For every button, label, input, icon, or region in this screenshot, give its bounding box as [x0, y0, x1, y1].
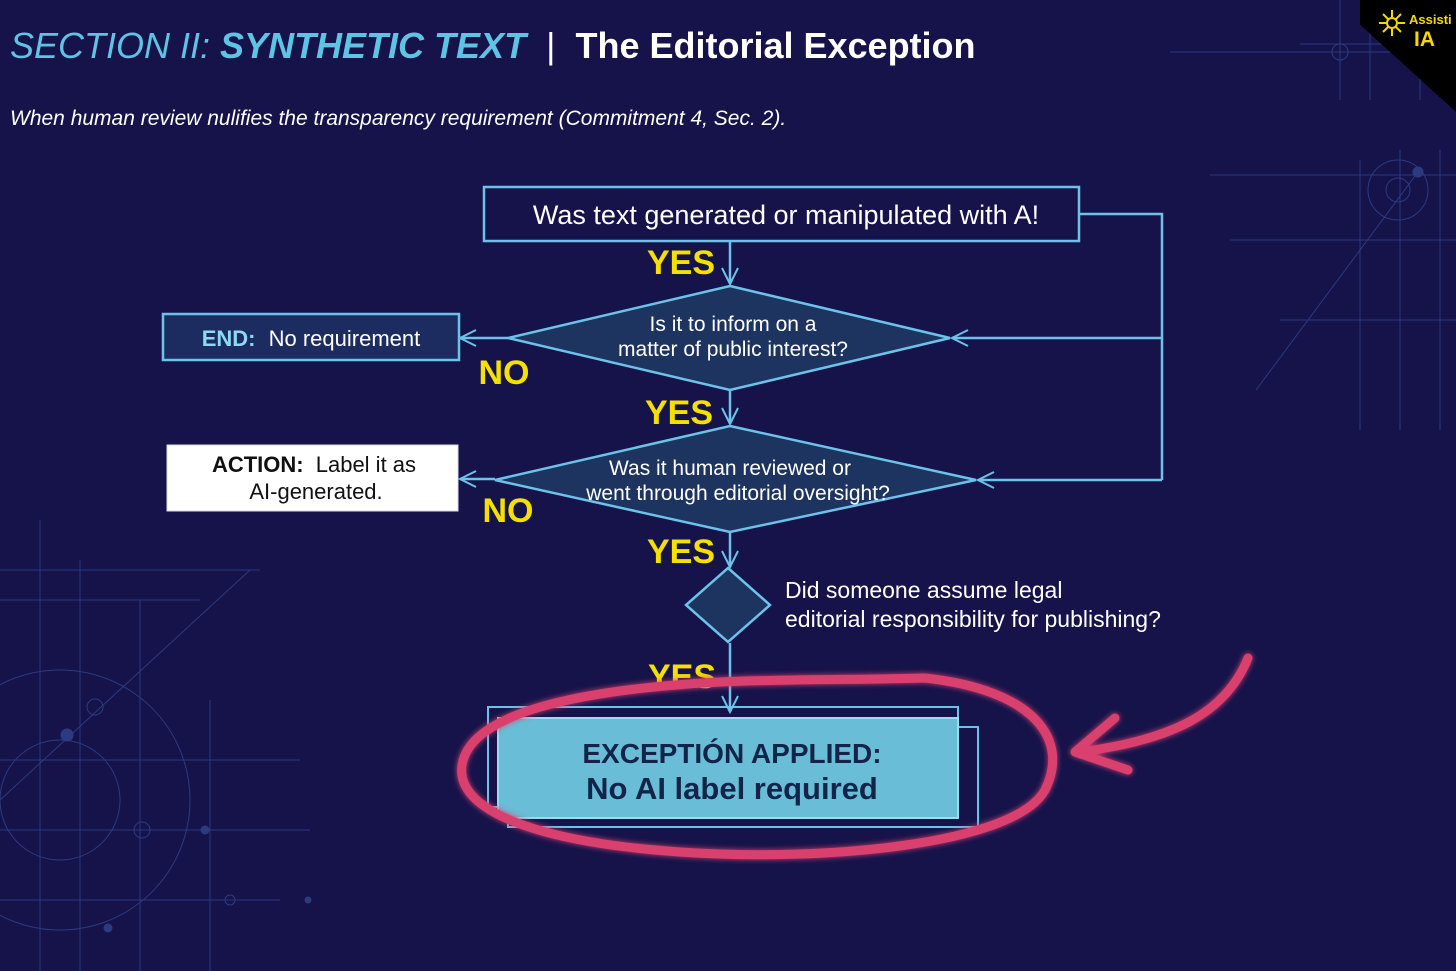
outcome-line-2: No AI label required [586, 771, 878, 806]
decision-public-interest-line-1: Is it to inform on a [650, 313, 817, 336]
decision-human-review-line-2: went through editorial oversight? [585, 482, 890, 505]
yes-label-3: YES [647, 533, 715, 571]
decision-legal-responsibility [686, 568, 770, 642]
decision-legal-responsibility-line-1: Did someone assume legal [785, 577, 1062, 603]
action-text-line-2: AI-generated. [249, 479, 382, 504]
start-question-text: Was text generated or manipulated with A… [533, 200, 1039, 230]
no-label-2: NO [483, 492, 534, 530]
end-label: END: [202, 326, 256, 351]
yes-label-1: YES [647, 244, 715, 282]
decision-legal-responsibility-line-2: editorial responsibility for publishing? [785, 606, 1161, 632]
action-text-line-1: Label it as [316, 452, 416, 477]
end-box-text: END: No requirement [202, 326, 421, 351]
decision-human-review-line-1: Was it human reviewed or [609, 457, 851, 480]
no-label-1: NO [479, 354, 530, 392]
decision-public-interest-line-2: matter of public interest? [618, 338, 848, 361]
end-text: No requirement [269, 326, 421, 351]
action-label: ACTION: [212, 452, 304, 477]
highlight-arrow-icon [1080, 658, 1248, 752]
yes-label-2: YES [645, 394, 713, 432]
outcome-line-1: EXCEPTIÓN APPLIED: [582, 738, 881, 769]
connector-bypass-loop [1080, 214, 1162, 480]
